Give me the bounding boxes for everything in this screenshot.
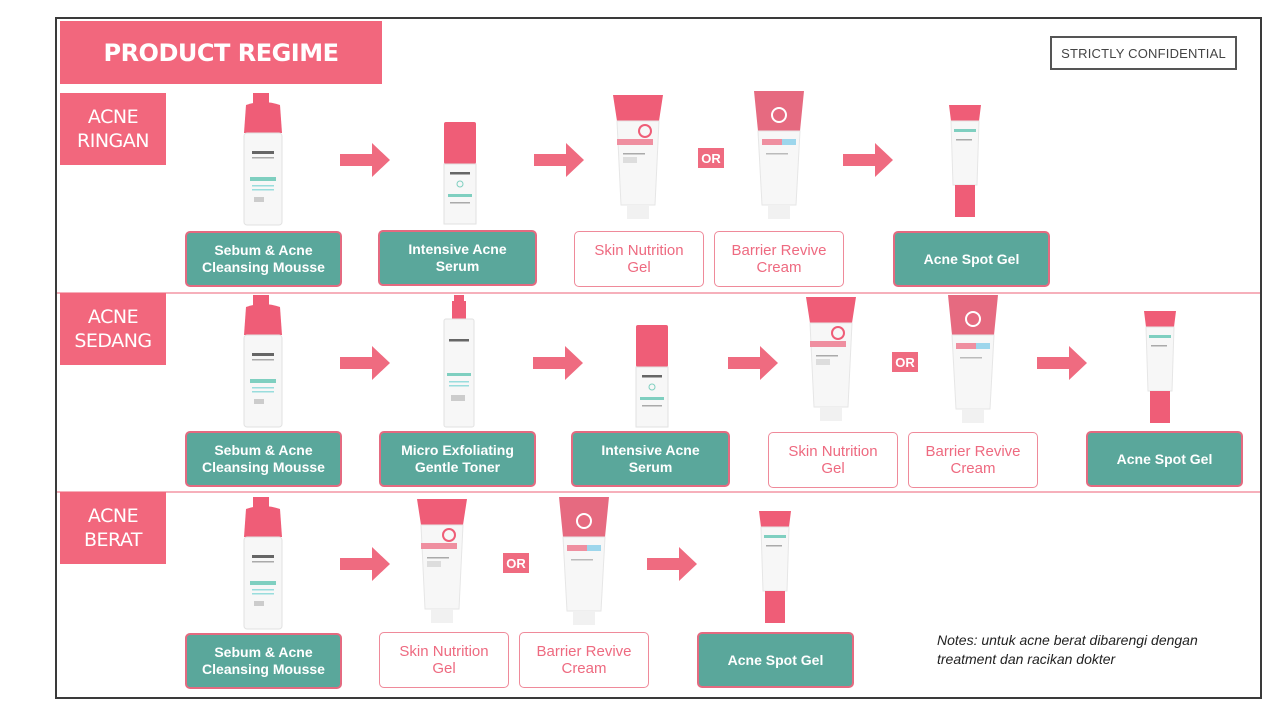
section-label-line1: ACNE — [87, 106, 139, 128]
arrow-right-icon — [533, 346, 583, 380]
label-line1: Sebum & Acne — [214, 644, 313, 660]
label-line2: Serum — [435, 258, 480, 274]
label-line2: Cleansing Mousse — [202, 259, 325, 275]
label-line2: Gel — [432, 660, 456, 677]
label-line1: Barrier Revive — [731, 242, 827, 259]
label-line2: Gel — [627, 259, 651, 276]
label-line1: Intensive Acne — [408, 241, 507, 257]
toner-bottle-image — [441, 295, 477, 429]
label-line2: Cleansing Mousse — [202, 661, 325, 677]
label-line1: Acne Spot Gel — [727, 651, 824, 668]
page-title: PRODUCT REGIME — [60, 21, 382, 84]
label-line1: Sebum & Acne — [214, 242, 313, 258]
arrow-right-icon — [843, 143, 893, 177]
label-line1: Intensive Acne — [601, 442, 700, 458]
spot-gel-tube-image — [759, 511, 791, 625]
label-line1: Skin Nutrition — [399, 643, 489, 660]
label-line2: Cream — [950, 460, 996, 477]
section-label-acne-sedang: ACNE SEDANG — [60, 293, 166, 365]
label-line1: Skin Nutrition — [788, 443, 878, 460]
confidential-badge: STRICTLY CONFIDENTIAL — [1050, 36, 1237, 70]
section-label-line2: SEDANG — [74, 330, 152, 352]
label-line2: Serum — [628, 459, 673, 475]
label-line2: Cream — [756, 259, 802, 276]
barrier-revive-tube-image — [754, 91, 804, 221]
section-divider — [57, 491, 1260, 493]
arrow-right-icon — [728, 346, 778, 380]
section-label-acne-berat: ACNE BERAT — [60, 492, 166, 564]
or-badge: OR — [698, 148, 724, 168]
arrow-right-icon — [647, 547, 697, 581]
section-label-acne-ringan: ACNE RINGAN — [60, 93, 166, 165]
section-label-line2: BERAT — [83, 529, 143, 551]
label-line2: Gentle Toner — [414, 459, 501, 475]
serum-bottle-image — [635, 325, 669, 429]
label-line1: Acne Spot Gel — [1116, 450, 1213, 467]
notes-line2: treatment dan racikan dokter — [937, 651, 1116, 667]
arrow-right-icon — [534, 143, 584, 177]
product-label-acne-spot-gel: Acne Spot Gel — [893, 231, 1050, 287]
skin-nutrition-tube-image — [806, 297, 856, 423]
barrier-revive-tube-image — [559, 497, 609, 627]
section-divider — [57, 292, 1260, 294]
label-line1: Acne Spot Gel — [923, 250, 1020, 267]
product-regime-slide: PRODUCT REGIME STRICTLY CONFIDENTIAL ACN… — [55, 17, 1262, 699]
label-line1: Micro Exfoliating — [401, 442, 514, 458]
section-label-line1: ACNE — [87, 306, 139, 328]
notes-text: Notes: untuk acne berat dibarengi dengan… — [937, 631, 1247, 669]
label-line2: Cream — [561, 660, 607, 677]
or-badge: OR — [503, 553, 529, 573]
label-line1: Barrier Revive — [925, 443, 1021, 460]
mousse-bottle-image — [240, 497, 286, 631]
skin-nutrition-tube-image — [613, 95, 663, 221]
label-line1: Skin Nutrition — [594, 242, 684, 259]
spot-gel-tube-image — [1144, 311, 1176, 425]
mousse-bottle-image — [240, 295, 286, 429]
arrow-right-icon — [340, 547, 390, 581]
arrow-right-icon — [1037, 346, 1087, 380]
or-badge: OR — [892, 352, 918, 372]
label-line1: Sebum & Acne — [214, 442, 313, 458]
section-label-line2: RINGAN — [77, 130, 149, 152]
product-label-acne-spot-gel: Acne Spot Gel — [1086, 431, 1243, 487]
serum-bottle-image — [443, 122, 477, 226]
arrow-right-icon — [340, 346, 390, 380]
label-line2: Gel — [821, 460, 845, 477]
label-line1: Barrier Revive — [536, 643, 632, 660]
barrier-revive-tube-image — [948, 295, 998, 425]
mousse-bottle-image — [240, 93, 286, 227]
spot-gel-tube-image — [949, 105, 981, 219]
label-line2: Cleansing Mousse — [202, 459, 325, 475]
product-label-acne-spot-gel: Acne Spot Gel — [697, 632, 854, 688]
notes-line1: Notes: untuk acne berat dibarengi dengan — [937, 632, 1198, 648]
section-label-line1: ACNE — [87, 505, 139, 527]
skin-nutrition-tube-image — [417, 499, 467, 625]
arrow-right-icon — [340, 143, 390, 177]
